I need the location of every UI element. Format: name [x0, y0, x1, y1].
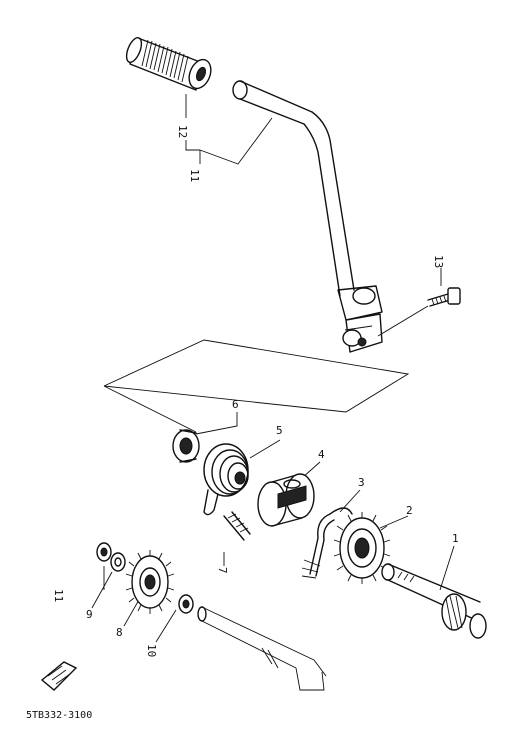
label-12: 12	[176, 125, 189, 138]
collar	[172, 429, 200, 463]
kick-gear	[333, 512, 391, 584]
kick-shaft	[381, 563, 487, 639]
torsion-spring	[203, 443, 249, 516]
label-7: 7	[216, 567, 229, 574]
part-labels: 12 11 13 6 5 4 3 2 1 7 11 9 8 10 5TB332-…	[26, 125, 459, 721]
label-11-left: 11	[52, 589, 65, 602]
kick-crank-arm	[232, 80, 383, 353]
label-6: 6	[232, 398, 239, 411]
bolt	[427, 287, 461, 307]
spring-guide	[257, 473, 315, 527]
label-10: 10	[145, 644, 158, 657]
kick-crank-grip	[125, 37, 212, 91]
pin	[223, 511, 251, 541]
front-direction-icon	[40, 661, 78, 691]
washer-10	[178, 594, 194, 614]
transmission-shaft-phantom	[197, 606, 327, 691]
label-3: 3	[358, 476, 365, 489]
label-9: 9	[86, 608, 93, 621]
circlip	[110, 552, 126, 572]
washer-left	[96, 542, 112, 562]
label-5: 5	[276, 424, 283, 437]
label-11: 11	[188, 169, 201, 182]
label-2: 2	[406, 504, 413, 517]
label-4: 4	[318, 448, 325, 461]
idle-gear	[125, 550, 175, 614]
catalog-code: 5TB332-3100	[26, 710, 92, 721]
clip	[301, 507, 353, 579]
label-1: 1	[452, 532, 459, 545]
label-13: 13	[432, 255, 445, 268]
assembly-boundary	[103, 339, 410, 433]
label-8: 8	[116, 626, 123, 639]
